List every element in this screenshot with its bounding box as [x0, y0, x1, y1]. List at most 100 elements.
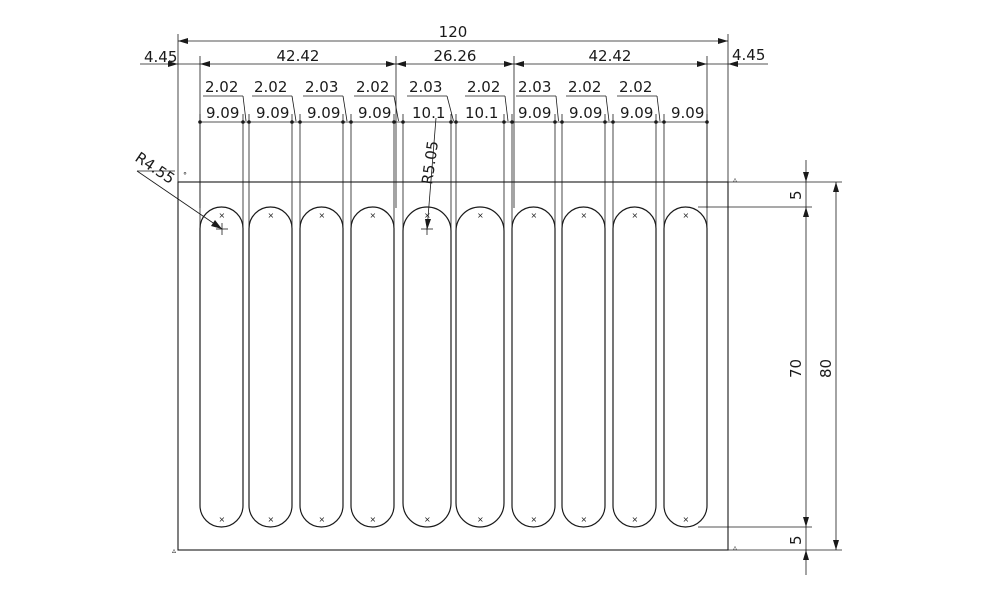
- slot-width-label: 9.09: [256, 104, 289, 122]
- dimension-tick: [341, 120, 345, 124]
- slot-width-label: 9.09: [671, 104, 704, 122]
- gap-leader: [656, 95, 661, 122]
- group-left-label: 42.42: [277, 47, 320, 65]
- slot-outline: [350, 206, 395, 528]
- dimension-tick: [198, 120, 202, 124]
- gap-label: 2.02: [568, 78, 601, 96]
- gap-label: 2.02: [467, 78, 500, 96]
- dimension-tick: [401, 120, 405, 124]
- radius-leader-small: [136, 170, 223, 230]
- slot-width-label: 9.09: [206, 104, 239, 122]
- arrow: [178, 38, 188, 44]
- overall-height-label: 80: [817, 359, 835, 378]
- gap-leader: [446, 95, 454, 122]
- arrow: [718, 38, 728, 44]
- slot-outline: [402, 206, 452, 528]
- center-mark: ×: [370, 211, 377, 220]
- gap-labels: 2.02 2.02 2.03 2.02 2.03 2.02 2.03 2.02 …: [205, 78, 652, 96]
- dimension-tick: [247, 120, 251, 124]
- arrow: [200, 61, 210, 67]
- dimension-tick: [553, 120, 557, 124]
- dimension-tick: [454, 120, 458, 124]
- dimension-tick: [654, 120, 658, 124]
- slot-width-ticks: [198, 120, 709, 124]
- plate-outline: [177, 181, 729, 551]
- slot-width-label: 10.1: [465, 104, 498, 122]
- slot-width-label: 9.09: [518, 104, 551, 122]
- center-mark: ×: [531, 515, 538, 524]
- center-mark: ×: [370, 515, 377, 524]
- group-right-label: 42.42: [589, 47, 632, 65]
- slot-outline: [455, 206, 505, 528]
- slot-width-label: 9.09: [307, 104, 340, 122]
- arrow: [728, 61, 738, 67]
- center-mark: ×: [632, 211, 639, 220]
- gap-leader: [393, 95, 399, 122]
- gap-leader: [605, 95, 610, 122]
- slot-outline: [299, 206, 344, 528]
- dimension-tick: [392, 120, 396, 124]
- slot-outline: [248, 206, 293, 528]
- arrow: [697, 61, 707, 67]
- gap-leaders: [203, 95, 661, 122]
- gap-leader: [342, 95, 348, 122]
- center-mark: ×: [268, 211, 275, 220]
- center-mark: ×: [424, 211, 431, 220]
- slot-width-label: 9.09: [569, 104, 602, 122]
- arrow: [803, 517, 809, 527]
- arrow: [803, 207, 809, 217]
- arrow: [396, 61, 406, 67]
- gap-label: 2.02: [205, 78, 238, 96]
- radius-leader-large: [426, 117, 437, 231]
- center-mark: ×: [632, 515, 639, 524]
- corner-mark: ▵: [733, 543, 737, 552]
- dimension-tick: [241, 120, 245, 124]
- slot-outline: [511, 206, 556, 528]
- arrow: [833, 540, 839, 550]
- overall-width-label: 120: [439, 23, 468, 41]
- arrow: [833, 182, 839, 192]
- dimension-tick: [662, 120, 666, 124]
- slot-outline: [199, 206, 244, 528]
- radius-large-label: R5.05: [418, 140, 442, 186]
- corner-mark: ▵: [733, 175, 737, 184]
- slot-outline: [612, 206, 657, 528]
- center-mark: ×: [319, 211, 326, 220]
- center-mark: ×: [581, 211, 588, 220]
- slot-length-label: 70: [787, 359, 805, 378]
- center-mark: ×: [683, 211, 690, 220]
- center-mark: ×: [477, 515, 484, 524]
- group-center-label: 26.26: [434, 47, 477, 65]
- arrow: [211, 220, 222, 229]
- gap-leader: [504, 95, 509, 122]
- corner-mark: °: [183, 171, 187, 180]
- gap-label: 2.02: [619, 78, 652, 96]
- center-mark: ×: [319, 515, 326, 524]
- center-mark: ×: [219, 515, 226, 524]
- gap-leader: [242, 95, 247, 122]
- slots: ××××××××××××××××××××: [199, 206, 708, 528]
- gap-leader: [291, 95, 297, 122]
- dimension-tick: [611, 120, 615, 124]
- slot-outline: [561, 206, 606, 528]
- right-margin-label: 4.45: [732, 46, 765, 64]
- dimension-tick: [290, 120, 294, 124]
- center-mark: ×: [683, 515, 690, 524]
- gap-label: 2.03: [518, 78, 551, 96]
- slot-extension-lines: [199, 114, 708, 231]
- slot-width-label: 9.09: [358, 104, 391, 122]
- center-mark: ×: [477, 211, 484, 220]
- center-mark: ×: [268, 515, 275, 524]
- slot-width-label: 9.09: [620, 104, 653, 122]
- dimension-tick: [603, 120, 607, 124]
- arrow: [803, 550, 809, 560]
- dimension-tick: [705, 120, 709, 124]
- slot-width-label: 10.1: [412, 104, 445, 122]
- dimension-tick: [502, 120, 506, 124]
- dimension-tick: [349, 120, 353, 124]
- arrow: [803, 172, 809, 182]
- center-mark: ×: [219, 211, 226, 220]
- dimension-tick: [510, 120, 514, 124]
- gap-label: 2.02: [254, 78, 287, 96]
